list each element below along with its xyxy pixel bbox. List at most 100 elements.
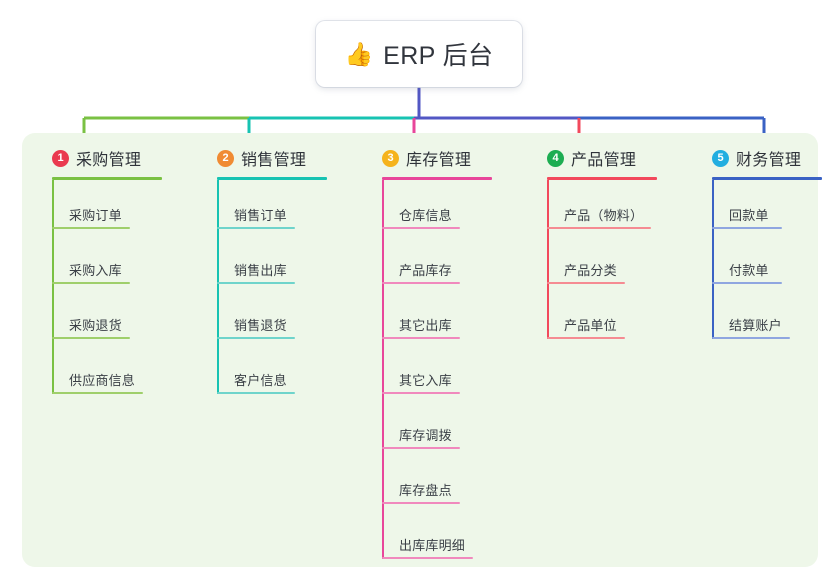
module-title: 采购管理	[76, 152, 142, 169]
module-item-list: 销售订单销售出库销售退货客户信息	[203, 180, 343, 400]
module-item[interactable]: 销售订单	[203, 180, 343, 235]
module-spine	[547, 180, 549, 339]
module-item-rule	[52, 227, 130, 229]
module-item[interactable]: 库存盘点	[368, 455, 508, 510]
page-title: ERP 后台	[383, 42, 494, 70]
module-item[interactable]: 采购订单	[38, 180, 178, 235]
module-title: 销售管理	[241, 152, 307, 169]
module-item-label: 采购退货	[69, 318, 122, 333]
module-item-label: 采购入库	[69, 263, 122, 278]
module-item-rule	[547, 337, 625, 339]
module-item[interactable]: 仓库信息	[368, 180, 508, 235]
module-item-rule	[712, 227, 782, 229]
module-item-rule	[217, 282, 295, 284]
thumbs-up-icon: 👍	[344, 40, 374, 67]
module-item[interactable]: 产品库存	[368, 235, 508, 290]
module-item-rule	[52, 337, 130, 339]
module-header-5[interactable]: 5 财务管理	[698, 145, 828, 171]
module-column-5: 5 财务管理回款单付款单结算账户	[698, 145, 828, 345]
module-item-rule	[382, 337, 460, 339]
module-header-2[interactable]: 2 销售管理	[203, 145, 343, 171]
module-item[interactable]: 供应商信息	[38, 345, 178, 400]
module-item-rule	[217, 337, 295, 339]
module-number-badge: 2	[217, 149, 234, 167]
module-item[interactable]: 其它入库	[368, 345, 508, 400]
module-item-label: 客户信息	[234, 373, 287, 388]
module-item-label: 采购订单	[69, 208, 122, 223]
module-item-label: 仓库信息	[399, 208, 452, 223]
module-item[interactable]: 采购入库	[38, 235, 178, 290]
module-title: 产品管理	[571, 152, 637, 169]
module-title: 库存管理	[406, 152, 472, 169]
module-item-label: 回款单	[729, 208, 769, 223]
module-number-badge: 4	[547, 149, 564, 167]
module-item-label: 产品分类	[564, 263, 617, 278]
module-item-label: 销售出库	[234, 263, 287, 278]
module-item-label: 出库库明细	[399, 538, 466, 553]
module-header-rule	[52, 177, 162, 180]
module-item-rule	[382, 557, 473, 559]
module-item-list: 回款单付款单结算账户	[698, 180, 828, 345]
module-header-3[interactable]: 3 库存管理	[368, 145, 508, 171]
module-item[interactable]: 客户信息	[203, 345, 343, 400]
module-item-label: 产品库存	[399, 263, 452, 278]
module-item-label: 库存盘点	[399, 483, 452, 498]
module-item-rule	[382, 447, 460, 449]
module-item[interactable]: 销售出库	[203, 235, 343, 290]
module-item-rule	[382, 392, 460, 394]
module-item[interactable]: 出库库明细	[368, 510, 508, 565]
module-item-list: 产品（物料） 产品分类产品单位	[533, 180, 673, 345]
module-item-label: 供应商信息	[69, 373, 136, 388]
module-item-list: 仓库信息产品库存其它出库其它入库库存调拨库存盘点出库库明细	[368, 180, 508, 565]
module-item[interactable]: 销售退货	[203, 290, 343, 345]
module-item[interactable]: 库存调拨	[368, 400, 508, 455]
module-item-rule	[547, 227, 651, 229]
module-item-label: 其它入库	[399, 373, 452, 388]
module-item-list: 采购订单采购入库采购退货供应商信息	[38, 180, 178, 400]
module-item-rule	[712, 337, 790, 339]
root-title-card[interactable]: 👍 ERP 后台	[316, 21, 522, 87]
module-item-label: 销售退货	[234, 318, 287, 333]
module-header-1[interactable]: 1 采购管理	[38, 145, 178, 171]
module-item-label: 库存调拨	[399, 428, 452, 443]
module-item-rule	[217, 392, 295, 394]
module-column-4: 4 产品管理产品（物料） 产品分类产品单位	[533, 145, 673, 345]
module-item[interactable]: 产品（物料）	[533, 180, 673, 235]
module-spine	[382, 180, 384, 559]
module-item[interactable]: 产品单位	[533, 290, 673, 345]
module-item-label: 产品（物料）	[564, 208, 644, 223]
module-item-rule	[547, 282, 625, 284]
module-item[interactable]: 采购退货	[38, 290, 178, 345]
module-column-2: 2 销售管理销售订单销售出库销售退货客户信息	[203, 145, 343, 400]
module-header-rule	[712, 177, 822, 180]
module-header-4[interactable]: 4 产品管理	[533, 145, 673, 171]
module-item[interactable]: 产品分类	[533, 235, 673, 290]
module-spine	[217, 180, 219, 394]
module-item-label: 其它出库	[399, 318, 452, 333]
module-number-badge: 1	[52, 149, 69, 167]
module-spine	[712, 180, 714, 339]
module-column-3: 3 库存管理仓库信息产品库存其它出库其它入库库存调拨库存盘点出库库明细	[368, 145, 508, 565]
module-item[interactable]: 其它出库	[368, 290, 508, 345]
module-item-rule	[52, 392, 143, 394]
module-item[interactable]: 结算账户	[698, 290, 828, 345]
module-item-rule	[52, 282, 130, 284]
module-item-label: 付款单	[729, 263, 769, 278]
module-item-rule	[217, 227, 295, 229]
module-header-rule	[217, 177, 327, 180]
module-item[interactable]: 回款单	[698, 180, 828, 235]
module-item-label: 产品单位	[564, 318, 617, 333]
module-item-rule	[382, 227, 460, 229]
module-title: 财务管理	[736, 152, 802, 169]
module-item[interactable]: 付款单	[698, 235, 828, 290]
module-header-rule	[382, 177, 492, 180]
module-column-1: 1 采购管理采购订单采购入库采购退货供应商信息	[38, 145, 178, 400]
module-item-label: 结算账户	[729, 318, 782, 333]
modules-panel	[22, 133, 818, 567]
module-number-badge: 5	[712, 149, 729, 167]
module-item-label: 销售订单	[234, 208, 287, 223]
module-item-rule	[382, 282, 460, 284]
module-number-badge: 3	[382, 149, 399, 167]
module-spine	[52, 180, 54, 394]
